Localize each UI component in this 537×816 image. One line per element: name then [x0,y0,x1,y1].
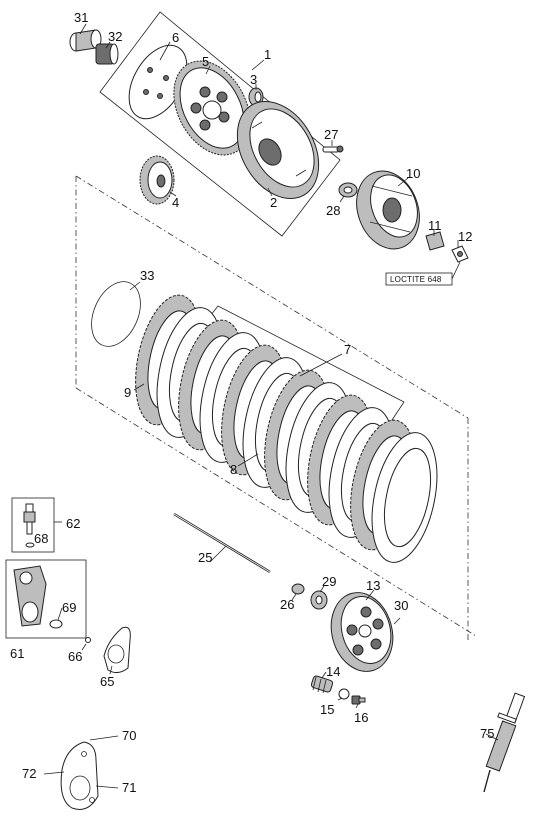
ball-part-26 [291,583,305,595]
callout-14: 14 [326,664,340,679]
callout-29: 29 [322,574,336,589]
callout-70: 70 [122,728,136,743]
callout-69: 69 [62,600,76,615]
callout-30: 30 [394,598,408,613]
washer-part-15 [338,688,350,700]
plate-stack [135,294,438,563]
callout-68: 68 [34,531,48,546]
slave-cylinder-part-61 [13,565,47,627]
inner-hub-part-10 [356,170,420,250]
assembly-dash-bottom [75,387,477,637]
callout-26: 26 [280,597,294,612]
bleed-screw-part-68 [23,503,36,548]
pressure-cap-part-29 [310,590,328,610]
callout-25: 25 [198,550,212,565]
callout-1: 1 [264,47,271,62]
callout-11: 11 [428,218,442,233]
loctite-label: LOCTITE 648 [390,275,442,284]
plate-inner-ring [383,447,432,548]
callout-13: 13 [366,578,380,593]
callout-27: 27 [324,127,338,142]
syringe-part-75 [483,692,526,793]
callout-33: 33 [140,268,154,283]
assembly-dash-top [75,175,469,419]
needle-bearing-part-32 [95,43,119,65]
gasket-part-65 [103,626,131,674]
clutch-basket-part-2 [236,101,320,199]
callouts: 31 32 6 1 5 3 27 10 2 4 28 11 12 33 7 9 … [10,10,494,795]
callout-61: 61 [10,646,24,661]
lock-washer-part-11 [425,231,445,251]
seal-part-69 [49,619,63,629]
callout-72: 72 [22,766,36,781]
pin-part-27 [322,145,344,153]
callout-71: 71 [122,780,136,795]
push-rod-part-25 [173,512,271,574]
o-ring-part-33 [91,281,141,347]
cover-gasket-part-70 [60,741,99,810]
callout-3: 3 [250,72,257,87]
primary-gear-part-5 [173,60,251,156]
callout-31: 31 [74,10,88,25]
spring-part-14 [310,675,334,694]
callout-66: 66 [68,649,82,664]
loctite-note: LOCTITE 648 [385,261,461,286]
nut-part-12 [451,245,469,263]
callout-10: 10 [406,166,420,181]
callout-65: 65 [100,674,114,689]
callout-15: 15 [320,702,334,717]
callout-16: 16 [354,710,368,725]
pressure-plate-part-13 [330,592,394,672]
group-outline-1 [99,11,341,237]
leader-lines [43,23,499,789]
callout-4: 4 [172,195,179,210]
callout-8: 8 [230,462,237,477]
callout-28: 28 [326,203,340,218]
callout-75: 75 [480,726,494,741]
callout-12: 12 [458,229,472,244]
callout-62: 62 [66,516,80,531]
group-box-62 [11,497,55,553]
washer-part-28 [338,182,358,198]
callout-9: 9 [124,385,131,400]
callout-2: 2 [270,195,277,210]
callout-7: 7 [344,342,351,357]
screw-part-16 [351,695,366,705]
dowel-part-66 [85,637,91,643]
callout-32: 32 [108,29,122,44]
callout-6: 6 [172,30,179,45]
callout-5: 5 [202,54,209,69]
small-gear-part-4 [139,155,175,205]
group-box-61 [5,559,87,639]
